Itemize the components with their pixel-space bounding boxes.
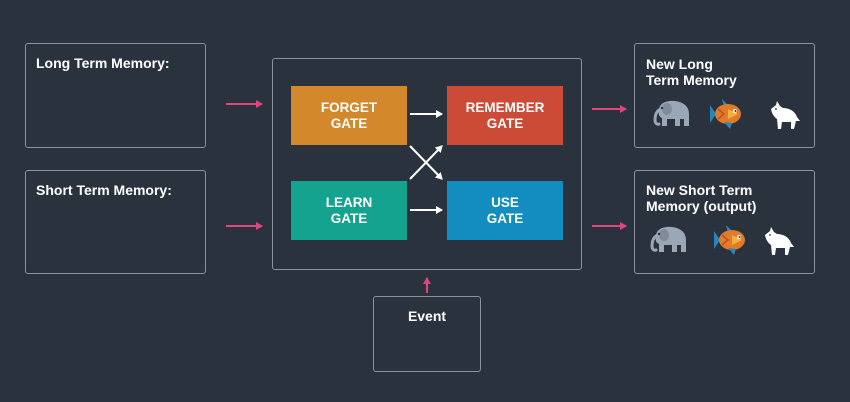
wolf-icon	[765, 227, 794, 255]
new-long-term-memory-box	[634, 43, 815, 148]
short-term-memory-box	[25, 170, 206, 274]
event-box	[373, 296, 481, 372]
remember-gate: REMEMBER GATE	[447, 86, 563, 145]
new-short-term-memory-label: New Short Term Memory (output)	[646, 182, 757, 214]
arrow-learn-to-remember	[409, 145, 443, 180]
wolf-icon	[771, 101, 800, 129]
use-gate: USE GATE	[447, 181, 563, 240]
learn-gate: LEARN GATE	[291, 181, 407, 240]
new-long-term-memory-label: New Long Term Memory	[646, 56, 737, 88]
long-term-memory-box	[25, 43, 206, 148]
elephant-icon	[653, 100, 689, 126]
short-term-memory-label: Short Term Memory:	[36, 182, 172, 198]
event-label: Event	[407, 308, 447, 324]
fish-icon	[714, 225, 745, 255]
gates-container	[272, 58, 582, 270]
fish-icon	[710, 99, 741, 129]
elephant-icon	[650, 226, 686, 252]
forget-gate: FORGET GATE	[291, 86, 407, 145]
long-term-memory-label: Long Term Memory:	[36, 55, 170, 71]
new-short-term-memory-box	[634, 170, 815, 274]
